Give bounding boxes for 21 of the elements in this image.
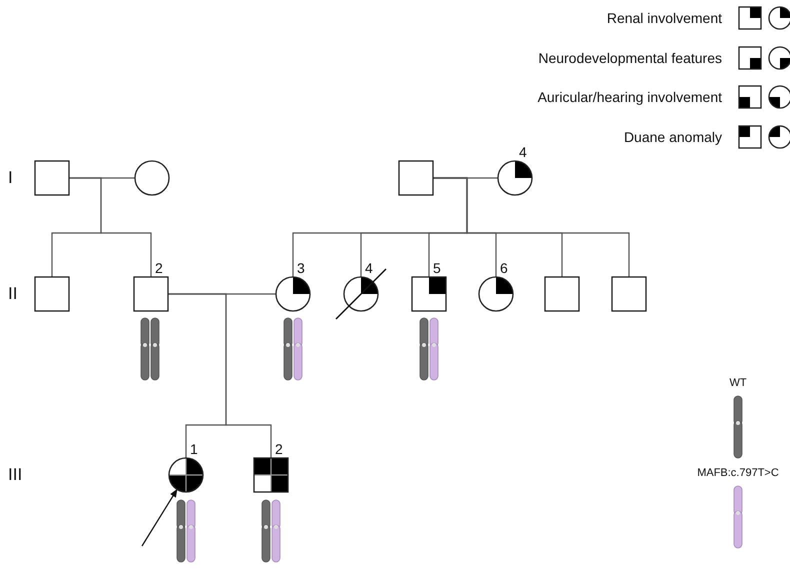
- legend-label: Neurodevelopmental features: [538, 49, 722, 67]
- arrow: [142, 488, 178, 546]
- legend-label: MAFB:c.797T>C: [697, 466, 779, 480]
- pedigree-line: [168, 293, 272, 458]
- legend-label: Duane anomaly: [624, 128, 722, 146]
- individual-number: 4: [365, 260, 373, 276]
- individual-number: 2: [155, 260, 163, 276]
- individual-number: 5: [433, 260, 441, 276]
- individual-number: 4: [519, 144, 527, 160]
- legend-label: Renal involvement: [606, 9, 722, 27]
- individual-number: 3: [297, 260, 305, 276]
- legend-label: WT: [729, 376, 747, 390]
- individual-number: 1: [190, 441, 198, 457]
- generation-label: I: [8, 168, 13, 188]
- individual-number: 6: [500, 260, 508, 276]
- generation-label: III: [8, 465, 22, 485]
- individual-number: 2: [275, 441, 283, 457]
- pedigree-line: [69, 177, 152, 277]
- legend-label: Auricular/hearing involvement: [538, 88, 722, 106]
- pedigree-line: [433, 177, 630, 277]
- generation-label: II: [8, 284, 18, 304]
